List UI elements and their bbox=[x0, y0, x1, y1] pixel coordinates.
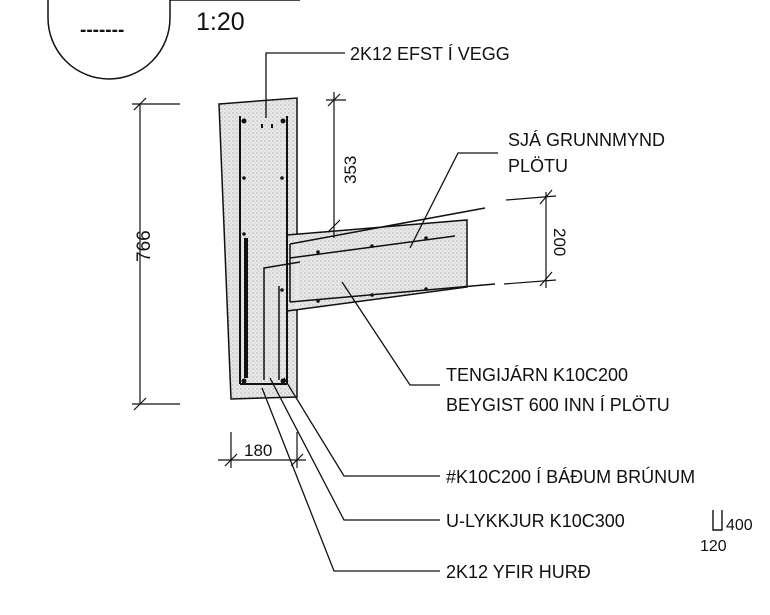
detail-mark: ------- bbox=[80, 20, 124, 41]
wall-rebar bbox=[239, 116, 301, 385]
leader-lines bbox=[261, 52, 498, 572]
dim-200-label: 200 bbox=[550, 228, 569, 256]
label-top-bars: 2K12 EFST Í VEGG bbox=[350, 44, 510, 64]
title-block: ------- 1:20 bbox=[47, 0, 300, 80]
concrete-wall bbox=[218, 97, 298, 400]
label-see-plan-line2: PLÖTU bbox=[508, 156, 568, 176]
label-mesh: #K10C200 Í BÁÐUM BRÚNUM bbox=[446, 466, 695, 487]
u-bar-width-label: 120 bbox=[700, 538, 727, 555]
rebar-dots bbox=[241, 118, 428, 384]
scale-label: 1:20 bbox=[196, 8, 245, 36]
concrete-slab bbox=[286, 219, 468, 312]
dimension-766 bbox=[132, 97, 180, 411]
slab-rebar bbox=[289, 207, 496, 303]
label-u-bars: U-LYKKJUR K10C300 bbox=[446, 511, 625, 531]
dim-180-label: 180 bbox=[244, 441, 272, 460]
label-see-plan-line1: SJÁ GRUNNMYND bbox=[508, 130, 665, 150]
label-couplers-line1: TENGIJÁRN K10C200 bbox=[446, 365, 628, 385]
dim-766-label: 766 bbox=[134, 230, 155, 262]
label-over-door: 2K12 YFIR HURÐ bbox=[446, 562, 591, 582]
label-couplers-line2: BEYGIST 600 INN Í PLÖTU bbox=[446, 395, 670, 415]
u-bar-height-label: 400 bbox=[726, 517, 753, 534]
dimension-200 bbox=[503, 189, 557, 288]
dimension-353 bbox=[326, 92, 346, 238]
dimension-180 bbox=[218, 432, 306, 468]
u-bar-symbol bbox=[712, 510, 723, 531]
dim-353-label: 353 bbox=[341, 156, 360, 184]
